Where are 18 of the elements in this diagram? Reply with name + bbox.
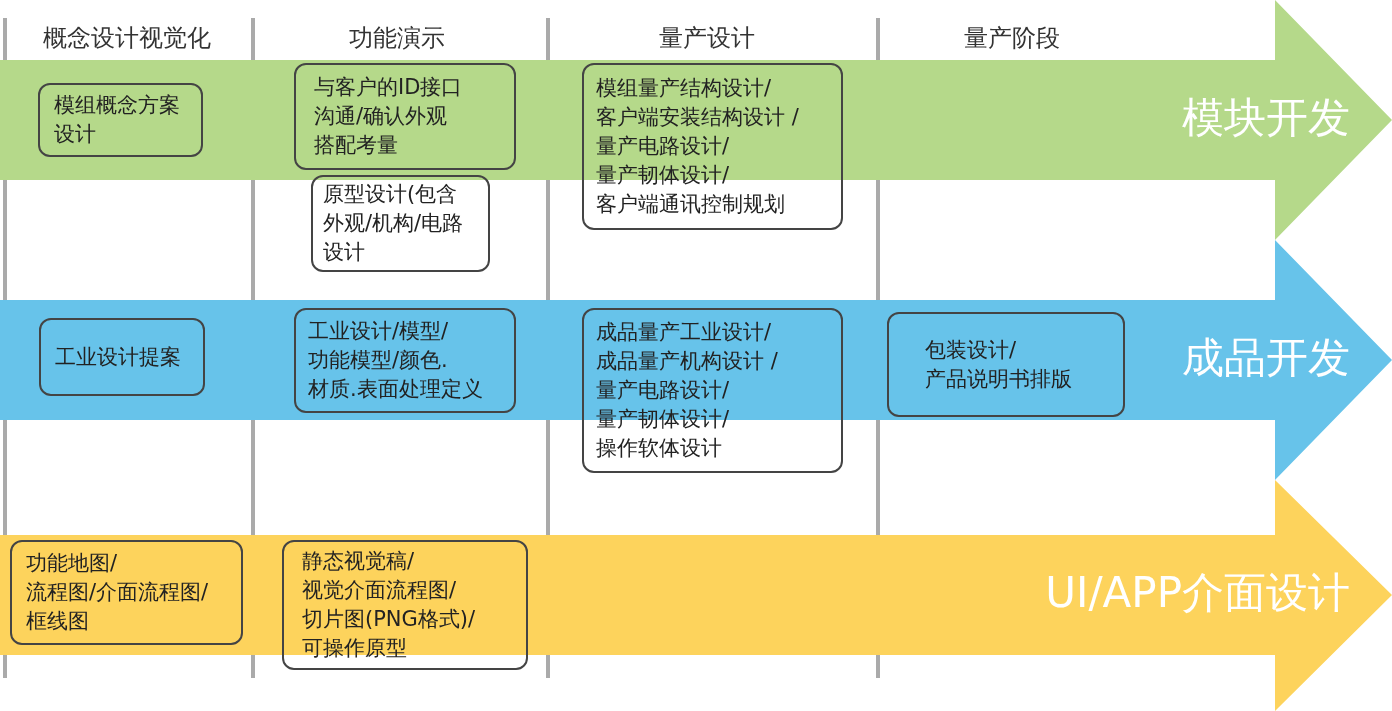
process-box: 工业设计/模型/功能模型/颜色.材质.表面处理定义 — [294, 308, 516, 413]
band-label: 成品开发 — [1182, 332, 1350, 384]
process-box: 包装设计/产品说明书排版 — [887, 312, 1125, 417]
arrow-band — [0, 240, 1392, 480]
process-box: 原型设计(包含外观/机构/电路设计 — [311, 175, 490, 272]
process-box: 静态视觉稿/视觉介面流程图/切片图(PNG格式)/可操作原型 — [282, 540, 528, 670]
arrow-band — [0, 0, 1392, 240]
column-header: 功能演示 — [349, 23, 445, 54]
column-header: 量产阶段 — [964, 23, 1060, 54]
process-box: 与客户的ID接口沟通/确认外观搭配考量 — [294, 63, 516, 170]
process-box: 模组概念方案设计 — [38, 83, 203, 157]
band-label: UI/APP介面设计 — [1045, 567, 1350, 619]
column-header: 概念设计视觉化 — [43, 23, 211, 54]
process-box: 工业设计提案 — [39, 318, 205, 396]
column-header: 量产设计 — [659, 23, 755, 54]
process-box: 功能地图/流程图/介面流程图/框线图 — [10, 540, 243, 645]
band-label: 模块开发 — [1182, 92, 1350, 144]
arrow-band — [0, 480, 1392, 711]
